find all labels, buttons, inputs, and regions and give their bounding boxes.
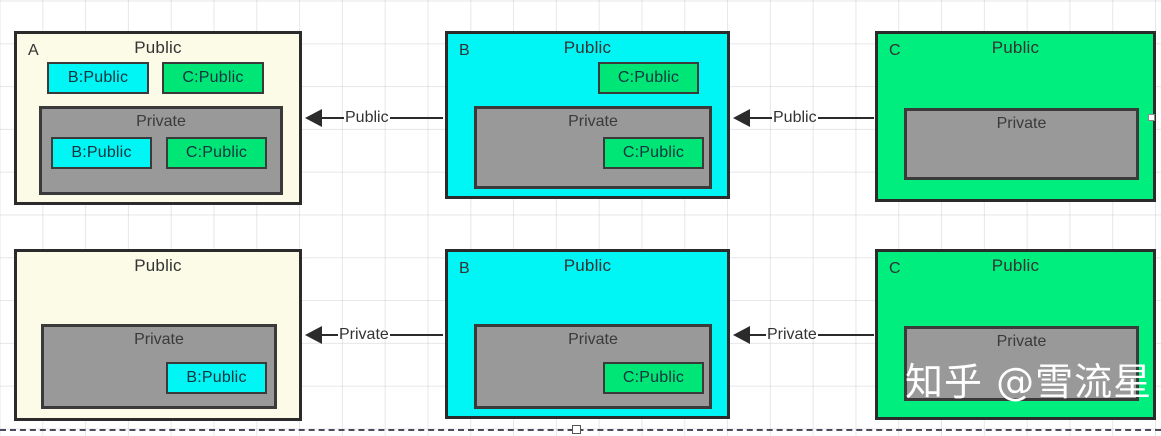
connector-segment — [750, 117, 772, 119]
member-chip-b-public-a-top[interactable]: B:Public — [47, 62, 149, 94]
class-a-public-title: Public — [134, 38, 182, 57]
class-a-tag: A — [28, 42, 39, 59]
member-chip-c-public-a-top[interactable]: C:Public — [162, 62, 264, 94]
private-section-title: Private — [134, 331, 184, 348]
member-chip-c-public-b-top[interactable]: C:Public — [598, 62, 699, 94]
arrowhead-icon — [733, 326, 750, 344]
member-chip-label: C:Public — [622, 144, 685, 161]
member-chip-label: C:Public — [622, 369, 685, 386]
private-section-c-top[interactable]: Private — [904, 108, 1139, 180]
class-c-public-title: Public — [991, 38, 1040, 57]
class-b-private-title: Public — [563, 256, 612, 275]
page-resize-handle[interactable] — [572, 425, 581, 434]
private-section-a-bottom[interactable]: Private B:Public — [41, 324, 277, 409]
connector-segment — [389, 334, 443, 336]
private-section-b-bottom[interactable]: Private C:Public — [474, 324, 712, 409]
arrowhead-icon — [305, 109, 322, 127]
connector-segment — [750, 334, 766, 336]
class-box-a-public[interactable]: Public A B:Public C:Public Private B:Pub… — [14, 31, 302, 205]
connector-private-a-b[interactable]: Private — [305, 320, 443, 350]
member-chip-c-public-b-private[interactable]: C:Public — [603, 137, 704, 169]
connector-segment — [817, 117, 874, 119]
connector-segment — [322, 334, 338, 336]
connector-label: Public — [345, 109, 389, 126]
class-box-a-private[interactable]: Public Private B:Public — [14, 249, 302, 421]
member-chip-label: C:Public — [185, 144, 248, 161]
class-box-b-public[interactable]: Public B C:Public Private C:Public — [445, 31, 730, 199]
class-box-c-public[interactable]: Public C Private — [875, 31, 1156, 202]
connector-segment — [322, 117, 344, 119]
arrowhead-icon — [733, 109, 750, 127]
class-c-private-title: Public — [991, 256, 1040, 275]
connector-label: Private — [339, 326, 389, 343]
class-a-private-title: Public — [134, 256, 182, 275]
private-section-title: Private — [136, 113, 186, 130]
private-section-c-bottom[interactable]: Private — [904, 326, 1139, 401]
private-section-b-top[interactable]: Private C:Public — [474, 106, 712, 189]
private-section-title: Private — [996, 115, 1047, 132]
class-box-b-private[interactable]: Public B Private C:Public — [445, 249, 730, 419]
connector-private-b-c[interactable]: Private — [733, 320, 874, 350]
class-c-private-tag: C — [889, 260, 901, 277]
class-c-tag: C — [889, 42, 901, 59]
connector-segment — [389, 117, 443, 119]
private-section-title: Private — [568, 113, 618, 130]
member-chip-label: C:Public — [182, 69, 244, 86]
member-chip-b-public-a-private[interactable]: B:Public — [51, 137, 152, 169]
member-chip-c-public-a-private[interactable]: C:Public — [166, 137, 267, 169]
connector-label: Private — [767, 326, 817, 343]
connector-public-b-c[interactable]: Public — [733, 103, 874, 133]
arrowhead-icon — [305, 326, 322, 344]
class-b-public-title: Public — [563, 38, 612, 57]
member-chip-label: B:Public — [67, 69, 129, 86]
member-chip-label: B:Public — [71, 144, 132, 161]
class-b-tag: B — [459, 42, 470, 59]
private-section-a-top[interactable]: Private B:Public C:Public — [39, 106, 283, 195]
connector-segment — [817, 334, 874, 336]
private-section-title: Private — [568, 331, 618, 348]
connector-label: Public — [773, 109, 817, 126]
class-box-c-private[interactable]: Public C Private — [875, 249, 1156, 420]
watermark: 知乎 @雪流星 — [905, 360, 1153, 404]
class-b-private-tag: B — [459, 260, 470, 277]
connector-public-a-b[interactable]: Public — [305, 103, 443, 133]
member-chip-label: B:Public — [186, 369, 247, 386]
member-chip-label: C:Public — [617, 69, 680, 86]
canvas-edge-marker — [1148, 114, 1155, 121]
private-section-title: Private — [996, 333, 1047, 350]
member-chip-b-public-a-bottom-private[interactable]: B:Public — [166, 362, 267, 394]
member-chip-c-public-b-bottom-private[interactable]: C:Public — [603, 362, 704, 394]
